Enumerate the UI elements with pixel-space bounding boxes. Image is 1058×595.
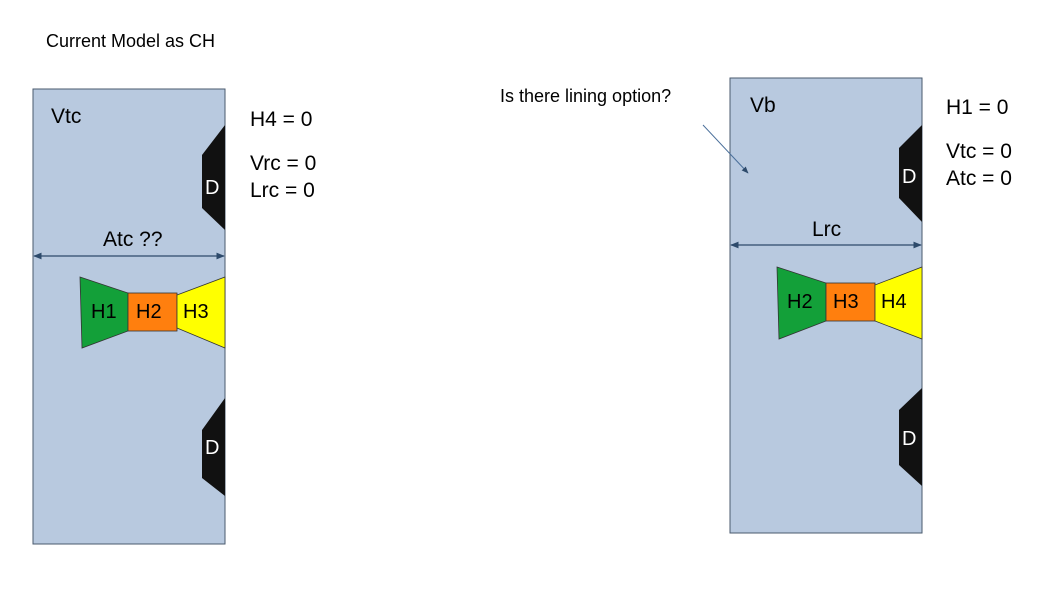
right-door-top-label: D [902, 166, 916, 188]
left-condition-h4: H4 = 0 [250, 108, 313, 131]
left-dimension-label: Atc ?? [103, 228, 163, 251]
left-segment-h3: H3 [176, 276, 226, 349]
right-condition-atc: Atc = 0 [946, 167, 1012, 190]
page-title: Current Model as CH [46, 31, 216, 51]
right-volume-label: Vb [750, 94, 776, 117]
left-door-top-label: D [205, 177, 219, 199]
svg-text:H3: H3 [833, 291, 859, 313]
lining-question-note: Is there lining option? [500, 86, 672, 106]
left-door-bottom-label: D [205, 437, 219, 459]
left-door-bottom: D [202, 398, 225, 496]
left-condition-vrc: Vrc = 0 [250, 152, 317, 175]
right-conditions: H1 = 0 Vtc = 0 Atc = 0 [946, 94, 1012, 192]
svg-text:H2: H2 [136, 301, 162, 323]
right-segment-h3: H3 [825, 282, 876, 322]
left-volume-label: Vtc [51, 105, 81, 128]
svg-text:H2: H2 [787, 291, 813, 313]
left-door-top: D [202, 125, 225, 230]
svg-text:H3: H3 [183, 301, 209, 323]
right-door-bottom-label: D [902, 428, 916, 450]
left-segment-h2: H2 [127, 292, 178, 332]
note-arrow [702, 124, 749, 174]
left-condition-lrc: Lrc = 0 [250, 179, 315, 202]
svg-text:H1: H1 [91, 301, 117, 323]
right-segment-h2: H2 [776, 266, 827, 340]
right-condition-vtc: Vtc = 0 [946, 140, 1012, 163]
right-door-bottom: D [899, 388, 922, 486]
svg-text:H4: H4 [881, 291, 907, 313]
right-dimension-label: Lrc [812, 218, 841, 241]
right-segment-h4: H4 [874, 266, 923, 340]
left-conditions: H4 = 0 Vrc = 0 Lrc = 0 [250, 106, 316, 204]
right-condition-h1: H1 = 0 [946, 96, 1009, 119]
right-door-top: D [899, 125, 922, 222]
